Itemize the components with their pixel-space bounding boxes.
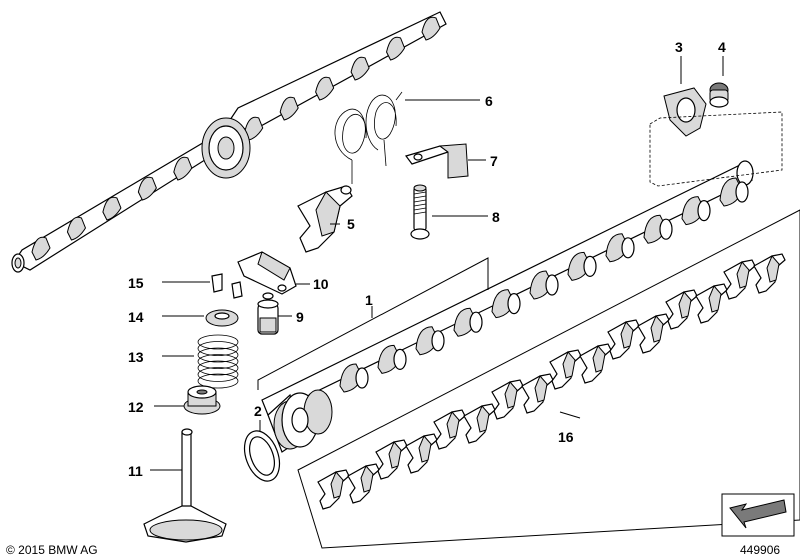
cam-journal: [355, 367, 369, 389]
callout-10: 10: [313, 276, 329, 292]
bolt-thread: [413, 211, 427, 215]
spring-coil: [197, 373, 239, 389]
rocker-box-16: [297, 209, 800, 549]
spring-coil: [197, 354, 239, 369]
callout-8: 8: [492, 209, 500, 225]
rocker-arm-shade: [418, 435, 432, 463]
callout-11: 11: [128, 463, 143, 479]
copyright-text: © 2015 BMW AG: [6, 543, 98, 557]
cam-lobe: [31, 236, 51, 261]
rocker-arm-shade: [620, 321, 634, 349]
cam-lobe: [386, 36, 406, 61]
cam-journal: [507, 293, 521, 315]
callout-1: 1: [365, 292, 373, 308]
spring-coil: [197, 341, 239, 356]
rocker-arm-shade: [562, 351, 576, 379]
rocker-arm-shade: [504, 381, 518, 409]
screw-plug: [709, 82, 729, 108]
cam-journal: [431, 330, 445, 352]
valve-stem-seal: [183, 385, 221, 415]
cam-journal: [393, 348, 407, 370]
rocker-arm-shade: [592, 345, 606, 373]
rocker-arm-shade: [388, 441, 402, 469]
callout-16: 16: [558, 429, 574, 445]
bolt-thread: [413, 199, 427, 203]
spring-coil: [197, 360, 239, 376]
rocker-arm: [297, 185, 353, 253]
direction-arrow-box: [721, 493, 795, 537]
callout-6: 6: [485, 93, 493, 109]
bolt-thread: [413, 203, 427, 207]
cam-journal: [469, 311, 483, 333]
cam-journal: [697, 200, 711, 222]
leader-16: [559, 411, 581, 419]
diagram-number: 449906: [740, 543, 780, 557]
rocker-arm-shade: [360, 465, 374, 493]
callout-13: 13: [128, 349, 144, 365]
bolt-thread: [413, 191, 427, 195]
cam-lobe: [350, 56, 370, 81]
cam-journal: [659, 218, 673, 240]
cam-lobe: [315, 76, 335, 101]
dashed-frame: [649, 111, 783, 187]
rocker-arm-shade: [650, 315, 664, 343]
bolt: [410, 184, 430, 240]
valve: [143, 428, 227, 543]
cam-lobe: [244, 116, 264, 141]
clamp-bracket: [405, 143, 469, 179]
cam-lobe: [279, 96, 299, 121]
cam-journal: [545, 274, 559, 296]
rocker-arm-shade: [330, 471, 344, 499]
intake-camshaft: [261, 160, 754, 453]
cam-lobe: [173, 156, 193, 181]
spring-coil: [197, 367, 239, 382]
cam-lobe: [66, 216, 87, 241]
spring-coil: [197, 347, 239, 363]
bracket-item-1: [257, 257, 489, 390]
cam-journal: [735, 181, 749, 203]
callout-7: 7: [490, 153, 498, 169]
callout-5: 5: [347, 216, 355, 232]
cam-lobe: [102, 196, 122, 221]
callout-4: 4: [718, 39, 726, 55]
cam-lobe: [421, 16, 441, 41]
seal-ring: [243, 430, 281, 482]
upper-camshaft: [11, 11, 447, 273]
cam-lobe: [137, 176, 157, 201]
rocker-arm-shade: [534, 375, 548, 403]
bolt-thread: [413, 207, 427, 211]
callout-9: 9: [296, 309, 304, 325]
rocker-arm-shade: [708, 285, 722, 313]
rocker-arm-shade: [678, 291, 692, 319]
lash-adjuster: [257, 292, 279, 335]
cam-journal: [621, 237, 635, 259]
torsion-spring: [334, 91, 403, 184]
sensor-wheel: [663, 87, 707, 137]
callout-12: 12: [128, 399, 144, 415]
callout-15: 15: [128, 275, 144, 291]
spring-coil: [197, 334, 239, 350]
valve-keepers: [211, 273, 243, 299]
rocker-arm-shade: [476, 405, 490, 433]
rocker-arm-shade: [766, 255, 780, 283]
rocker-arm-set: [317, 253, 786, 510]
bolt-thread: [413, 195, 427, 199]
rocker-arm-shade: [736, 261, 750, 289]
cam-journal: [583, 255, 597, 277]
callout-3: 3: [675, 39, 683, 55]
callout-2: 2: [254, 403, 262, 419]
callout-14: 14: [128, 309, 144, 325]
valve-spring: [197, 334, 239, 389]
rocker-arm-shade: [446, 411, 460, 439]
rocker-lever: [237, 251, 297, 295]
spring-retainer: [205, 309, 239, 327]
